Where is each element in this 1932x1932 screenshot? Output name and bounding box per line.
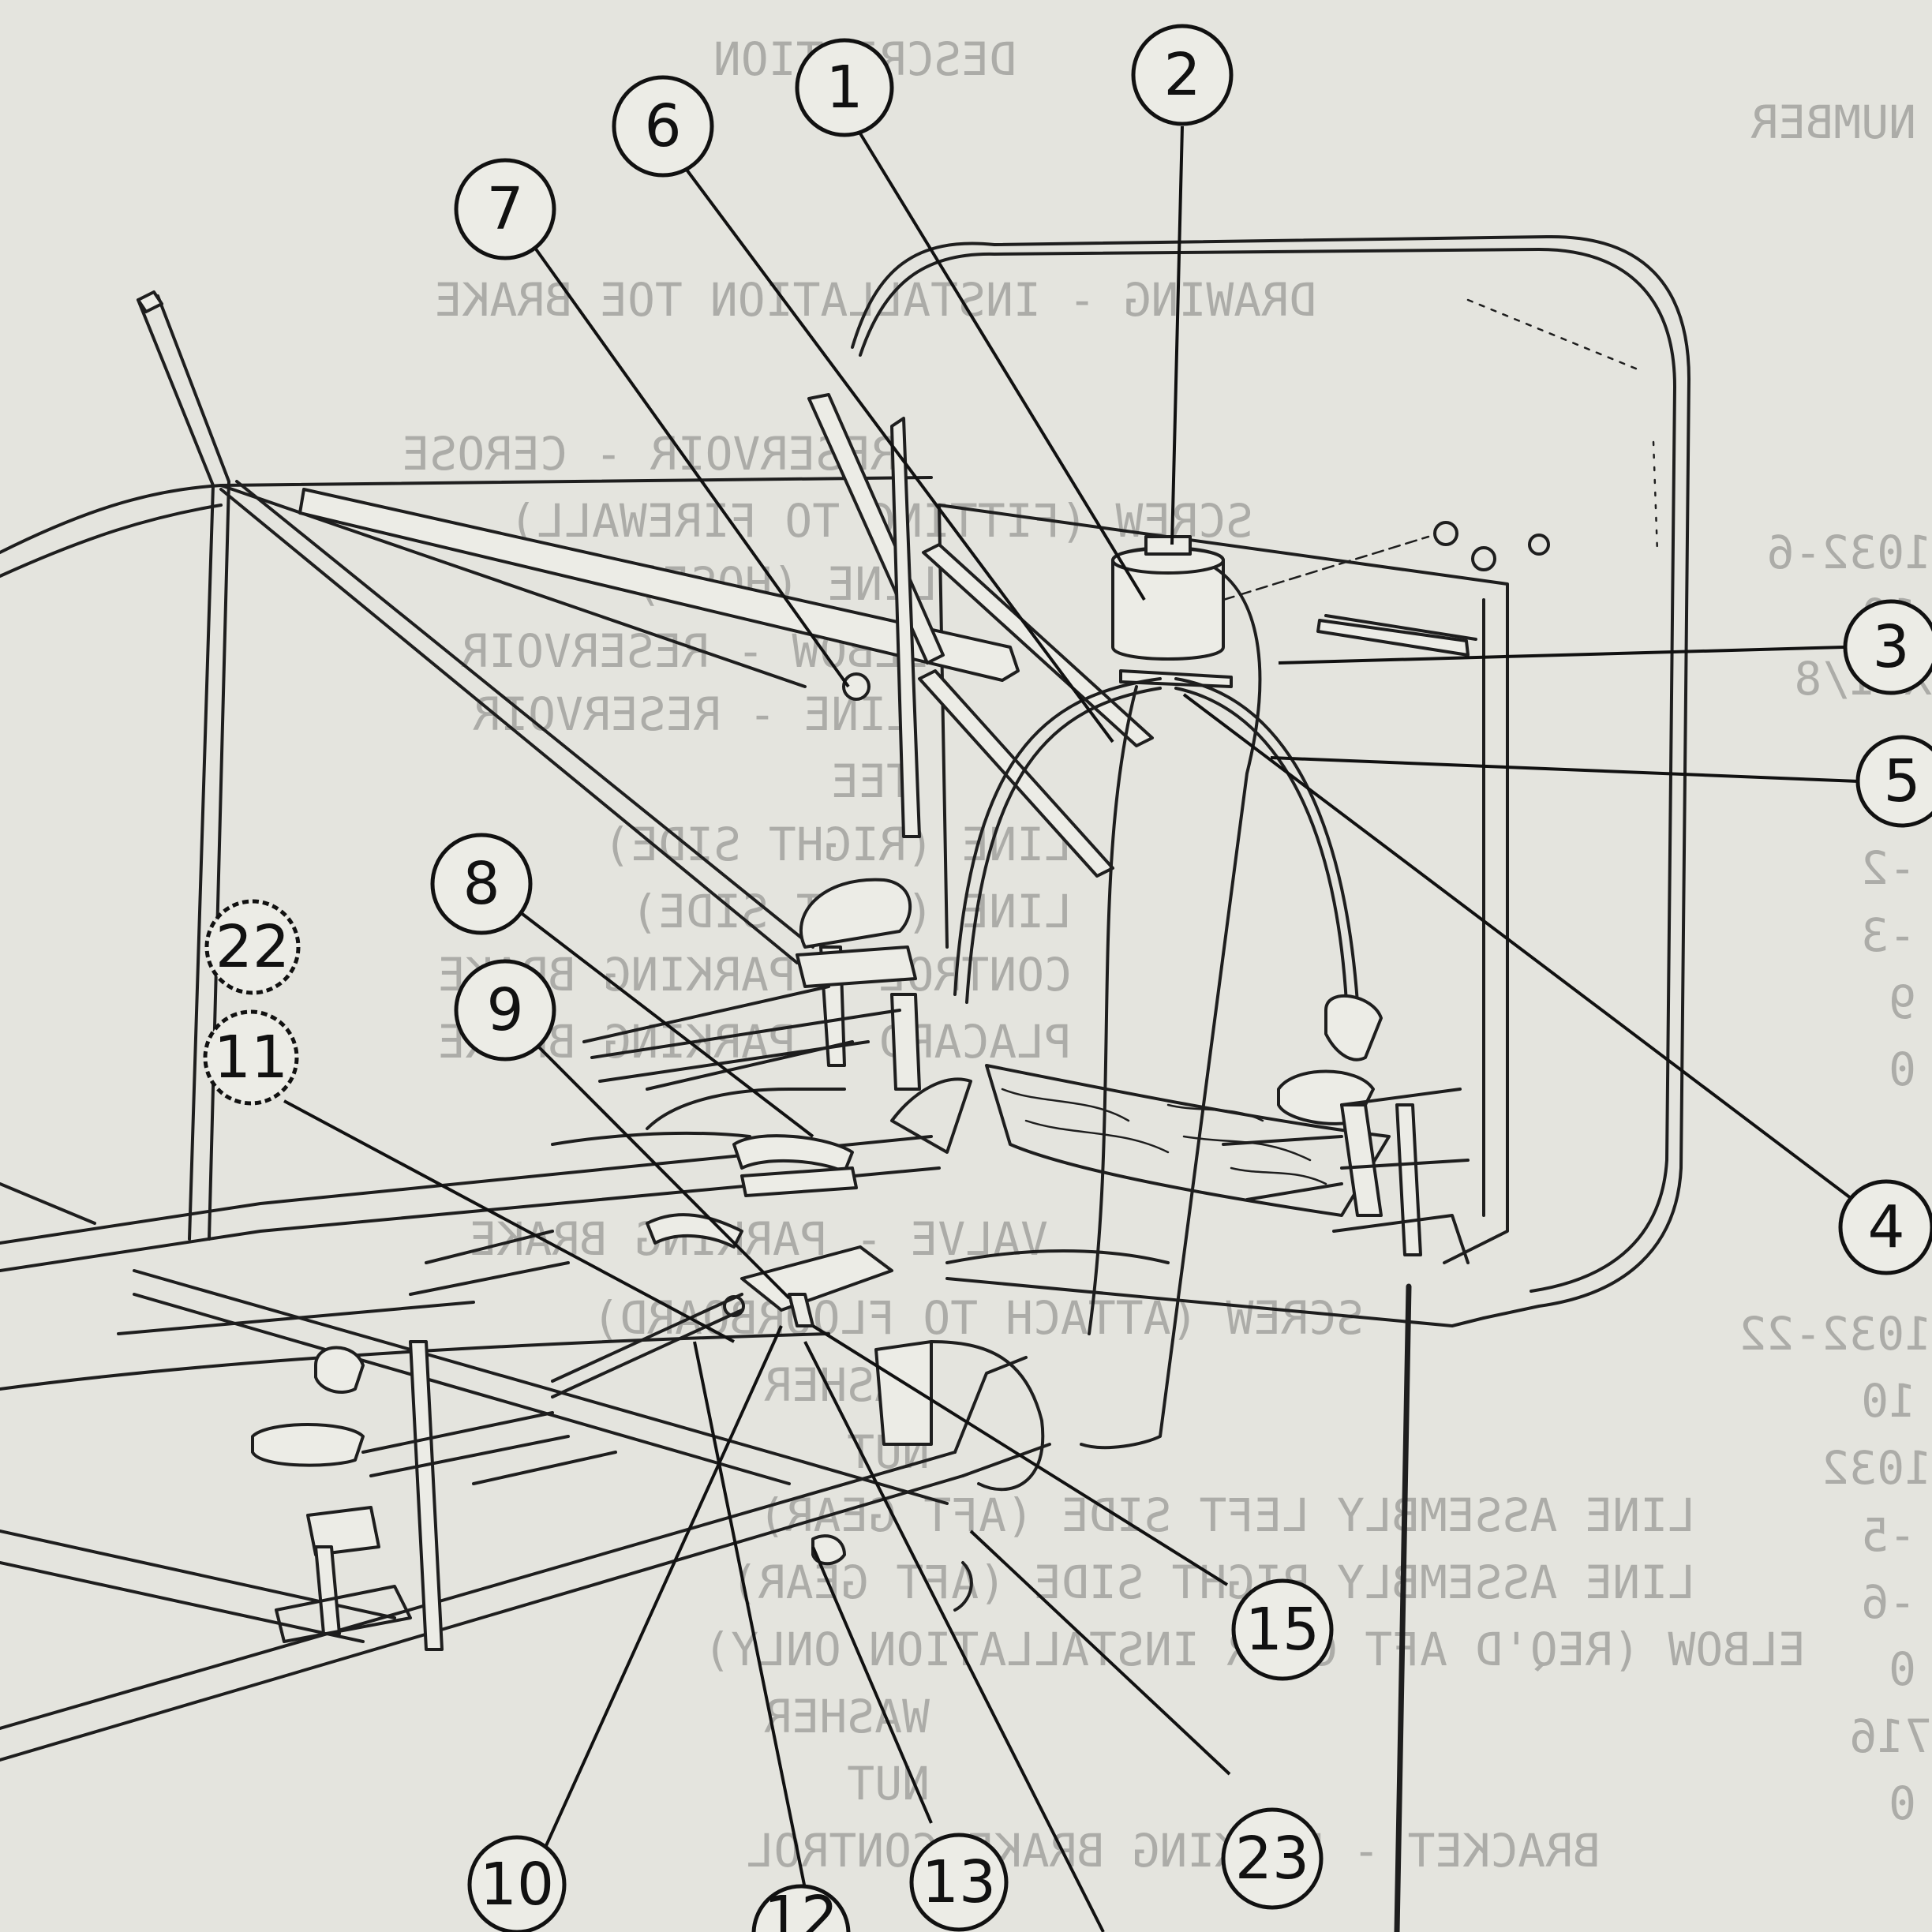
bleed-row-6: LINE (RIGHT SIDE): [603, 818, 1072, 871]
callout-label-6: 6: [644, 92, 681, 160]
callout-label-10: 10: [480, 1851, 554, 1919]
leader-off-page: [803, 1341, 1105, 1932]
heavy-leader-bar: [1394, 1283, 1412, 1932]
leader-11: [283, 1099, 735, 1343]
callouts: 1 2 3 4 5 6 7 8: [203, 24, 1932, 1932]
callout-label-22: 22: [215, 913, 290, 981]
fitting-nut: [1528, 534, 1550, 556]
bleed-num-14: 0: [1889, 1777, 1916, 1830]
callout-1: 1: [795, 38, 894, 137]
callout-4: 4: [1838, 1179, 1932, 1275]
bleed-num-13: 716: [1849, 1709, 1932, 1763]
callout-label-9: 9: [486, 976, 523, 1044]
bleed-row-10: VALVE - PARKING BRAKE: [470, 1212, 1048, 1266]
leader-10: [543, 1325, 783, 1850]
callout-8: 8: [430, 833, 533, 935]
leader-13: [811, 1546, 933, 1824]
leader-2: [1170, 125, 1184, 545]
bleed-row-0: RESERVOIR - CEROSE: [402, 427, 898, 481]
bleed-num-10: -5: [1861, 1508, 1916, 1562]
leader-15: [811, 1324, 1229, 1586]
callout-12: 12: [751, 1884, 851, 1932]
leader-3: [1278, 646, 1844, 665]
drawing: [0, 234, 1690, 1932]
lower-left-pedal-assembly: [251, 1340, 617, 1651]
bleed-num-9: 1032: [1822, 1441, 1932, 1495]
upper-longeron: [298, 488, 1020, 701]
bleed-num-8: 10: [1861, 1374, 1916, 1428]
callout-label-2: 2: [1163, 41, 1200, 109]
callout-6: 6: [612, 75, 714, 178]
bleed-num-0: 1032-6: [1766, 526, 1932, 579]
bleed-row-14: LINE ASSEMBLY LEFT SIDE (AFT GEAR): [758, 1488, 1695, 1542]
bleed-num-6: 0: [1889, 1043, 1916, 1096]
callout-label-7: 7: [486, 175, 523, 243]
callout-label-15: 15: [1245, 1596, 1320, 1664]
leader-23: [969, 1530, 1231, 1776]
leader-5: [1270, 756, 1859, 783]
bleed-row-19: BRACKET - PARKING BRAKE CONTROL: [747, 1824, 1601, 1878]
right-toe-brake-pedals: [945, 994, 1470, 1264]
bleed-number-col: NUMBER: [1750, 95, 1916, 149]
leader-9: [537, 1046, 791, 1300]
leader-7: [531, 243, 850, 688]
leader-1: [855, 125, 1146, 601]
bleed-num-3: -2: [1861, 841, 1916, 895]
leader-4: [1182, 693, 1852, 1200]
callout-9: 9: [454, 959, 556, 1061]
callout-label-12: 12: [764, 1884, 838, 1932]
callout-label-13: 13: [922, 1848, 996, 1916]
callout-3: 3: [1843, 599, 1932, 695]
callout-13: 13: [909, 1833, 1009, 1932]
fitting-washer: [1433, 521, 1458, 546]
callout-11: 11: [203, 1009, 299, 1106]
callout-15: 15: [1231, 1578, 1334, 1681]
bleed-row-17: WASHER: [764, 1690, 930, 1743]
callout-label-4: 4: [1867, 1193, 1904, 1261]
callout-label-5: 5: [1883, 747, 1920, 815]
leader-8: [515, 908, 814, 1138]
callout-5: 5: [1855, 735, 1932, 828]
bleed-row-15: LINE ASSEMBLY RIGHT SIDE (AFT GEAR): [731, 1556, 1695, 1609]
hole-fitting: [842, 672, 871, 701]
callout-23: 23: [1221, 1807, 1324, 1910]
bleed-num-4: -3: [1861, 908, 1916, 962]
callout-22: 22: [204, 899, 301, 995]
bleed-num-5: 9: [1889, 975, 1916, 1029]
reservoir: [1111, 521, 1550, 688]
leader-6: [685, 168, 1114, 743]
left-toe-brake-pedals: [590, 878, 972, 1154]
fitting-washer-2: [1471, 546, 1496, 571]
callout-10: 10: [467, 1835, 567, 1932]
bleed-num-12: 0: [1889, 1642, 1916, 1696]
bleed-num-7: 1032-22: [1739, 1307, 1932, 1361]
bleed-num-11: -6: [1861, 1575, 1916, 1629]
floor-tubes: [117, 985, 858, 1335]
leader-12: [693, 1341, 807, 1889]
callout-7: 7: [454, 158, 556, 260]
callout-label-3: 3: [1872, 613, 1909, 681]
bleed-row-18: NUT: [847, 1757, 930, 1810]
firewall-box: [938, 504, 1509, 1264]
firewall-panel: [851, 234, 1690, 1327]
callout-label-1: 1: [826, 54, 863, 122]
callout-label-23: 23: [1235, 1825, 1309, 1893]
leader-lines: [283, 125, 1859, 1932]
callout-label-8: 8: [462, 850, 500, 918]
parking-brake-valve: [551, 1134, 1045, 1612]
callout-2: 2: [1131, 24, 1234, 126]
callout-label-11: 11: [214, 1024, 288, 1091]
